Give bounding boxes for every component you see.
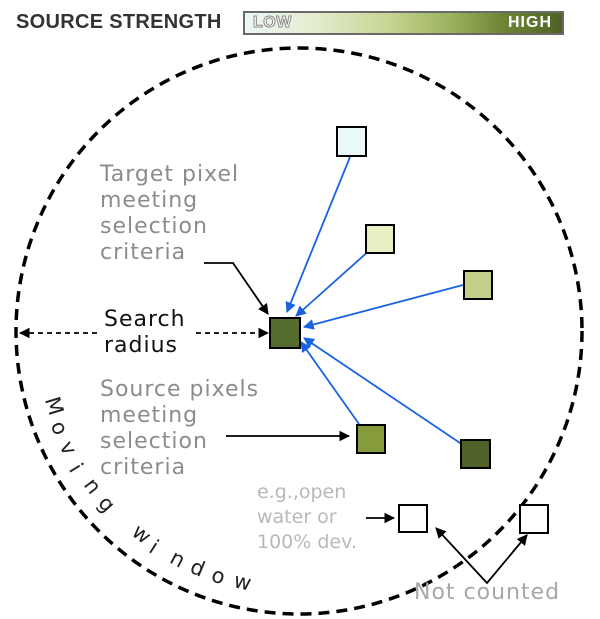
legend-high-label: HIGH bbox=[508, 14, 552, 31]
target-label-line-1: Target pixel bbox=[100, 162, 240, 187]
target-label-line-3: selection bbox=[100, 214, 208, 239]
legend-low-label: LOW bbox=[253, 14, 292, 32]
arrow-source-1 bbox=[285, 156, 351, 314]
source-pixel-4 bbox=[356, 424, 386, 454]
source-strength-gradient: LOW HIGH bbox=[243, 11, 564, 35]
source-pixel-1 bbox=[336, 126, 367, 157]
search-radius-label-line-2: radius bbox=[104, 333, 179, 358]
target-pixel bbox=[269, 317, 301, 349]
target-label-line-2: meeting bbox=[100, 188, 199, 213]
source-label-line-1: Source pixels bbox=[100, 377, 260, 402]
arrow-source-4 bbox=[300, 341, 360, 425]
excluded-label-line-1: e.g.,open bbox=[257, 481, 347, 503]
arrow-source-3 bbox=[302, 284, 464, 330]
excluded-pixel-1 bbox=[398, 504, 428, 533]
arrow-source-2 bbox=[295, 248, 372, 317]
legend-title: SOURCE STRENGTH bbox=[16, 11, 222, 33]
not-counted-pointer bbox=[435, 527, 528, 585]
target-label-line-4: criteria bbox=[100, 240, 187, 265]
excluded-pixel-2 bbox=[519, 504, 549, 534]
target-label-pointer bbox=[204, 262, 269, 315]
source-pixel-3 bbox=[463, 270, 493, 300]
source-pixel-5 bbox=[460, 439, 491, 469]
not-counted-label: Not counted bbox=[414, 580, 561, 605]
moving-window-circle bbox=[14, 46, 584, 616]
source-label-line-2: meeting bbox=[100, 403, 199, 428]
source-label-line-4: criteria bbox=[100, 455, 187, 480]
source-pixel-2 bbox=[365, 224, 395, 254]
excluded-label-line-3: 100% dev. bbox=[257, 531, 357, 553]
arrow-source-5 bbox=[303, 337, 464, 446]
search-radius-label-line-1: Search bbox=[104, 307, 186, 332]
excluded-label-line-2: water or bbox=[257, 506, 337, 528]
source-label-line-3: selection bbox=[100, 429, 208, 454]
